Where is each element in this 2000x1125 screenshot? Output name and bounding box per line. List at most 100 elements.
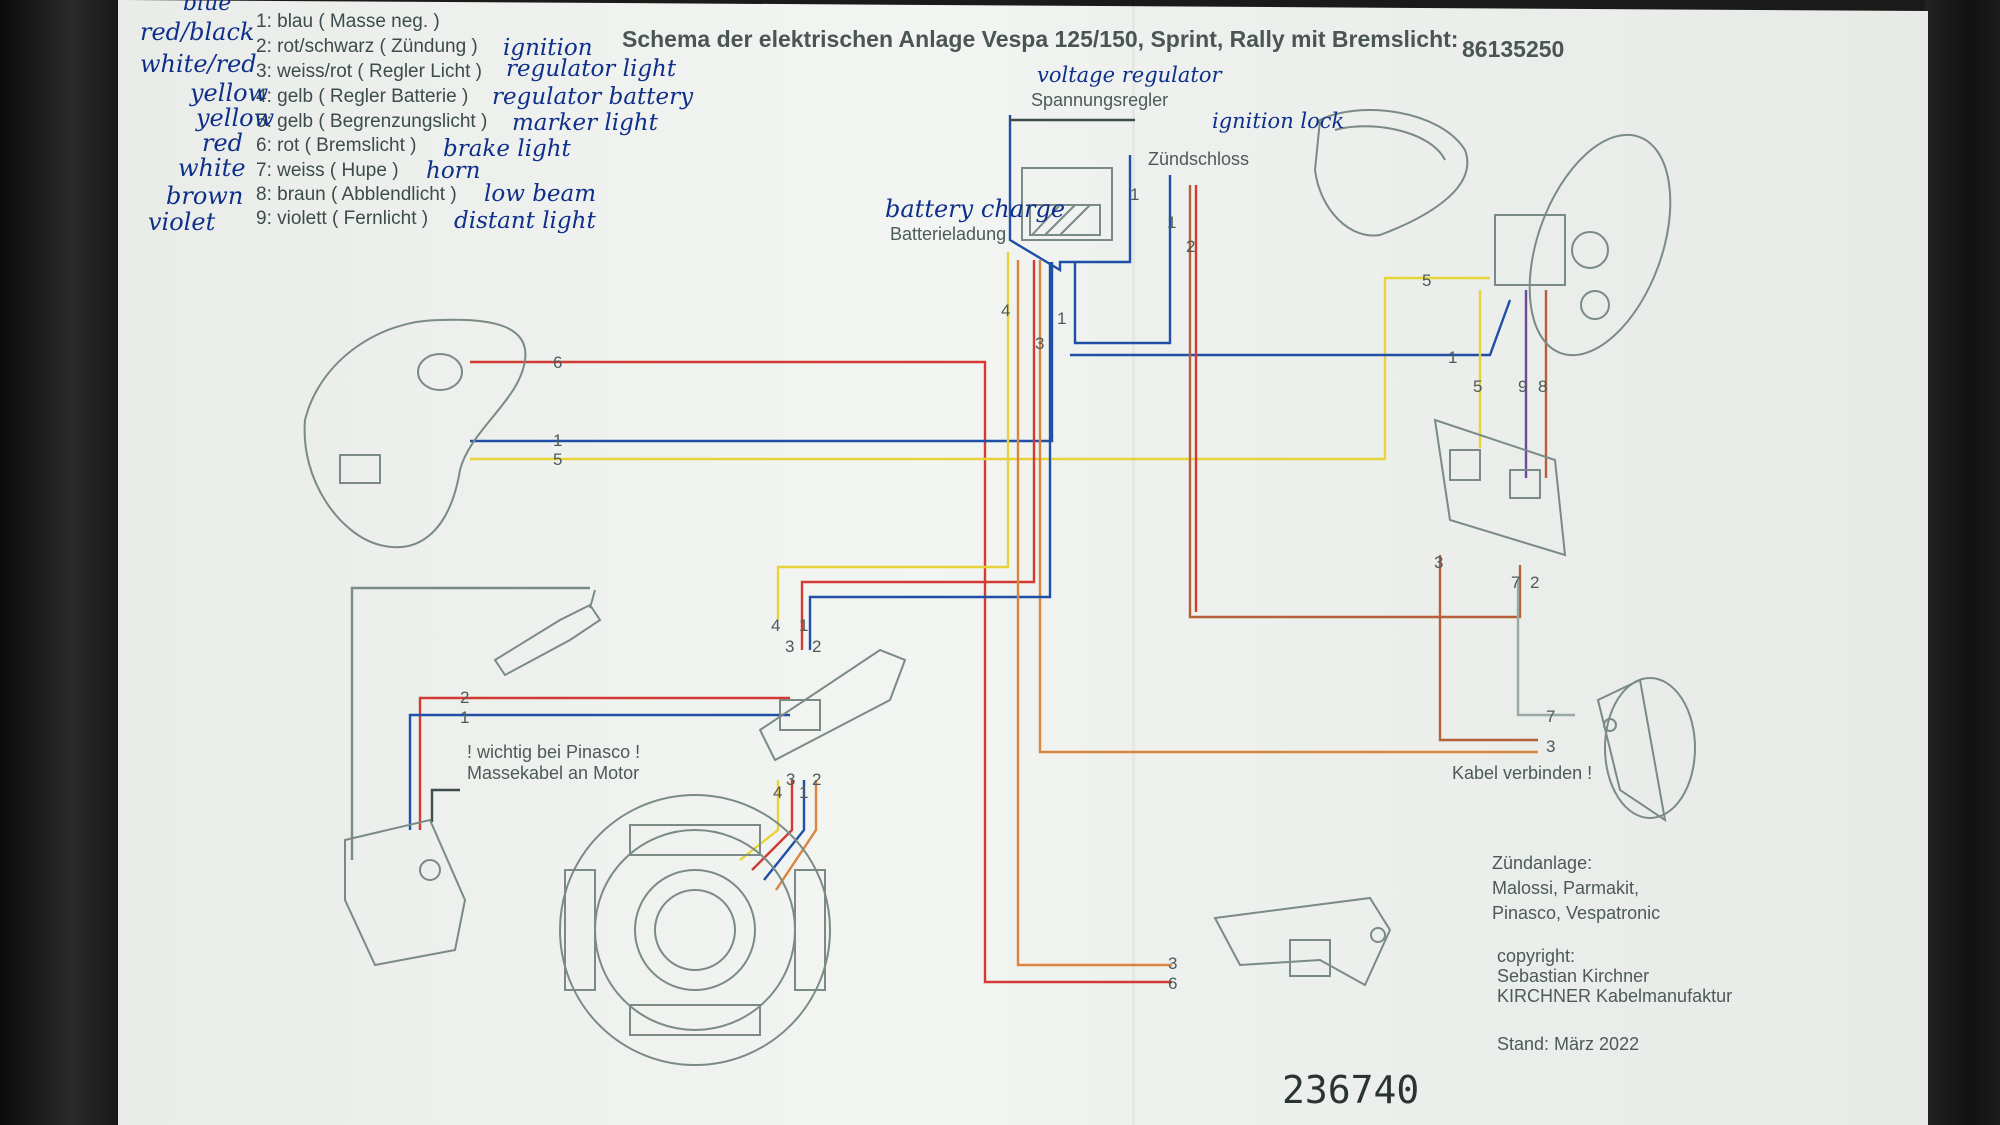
diagram-code: 86135250 <box>1462 36 1564 62</box>
wire-number: 6 <box>1168 974 1177 993</box>
junction-box-drawing <box>758 648 907 762</box>
legend-entry-3: 3: weiss/rot ( Regler Licht ) <box>256 61 482 82</box>
wire-blue-1-headlight <box>1070 299 1512 357</box>
hand-note-red: red <box>202 129 243 157</box>
wire-number: 3 <box>1434 553 1443 572</box>
voltage-regulator-drawing <box>1021 167 1113 241</box>
hand-translation-brake-light: brake light <box>443 136 572 162</box>
wire-number: 4 <box>1001 301 1010 320</box>
wire-orange-2-stator <box>775 780 818 891</box>
label-ignition-systems-1: Malossi, Parmakit, <box>1492 878 1639 898</box>
wire-blue-switch-1 <box>1073 175 1172 345</box>
wire-gray-coil-ground <box>350 586 590 860</box>
wire-number: 2 <box>812 770 821 789</box>
wire-number: 3 <box>785 637 794 656</box>
wire-number: 1 <box>799 783 808 802</box>
serial-number: 236740 <box>1282 1068 1419 1112</box>
label-pinasco-note-2: Massekabel an Motor <box>467 763 639 783</box>
wire-red-6-brake <box>470 360 1172 984</box>
wire-number: 2 <box>460 688 469 707</box>
hand-note-yellow-5: yellow <box>195 104 275 132</box>
legend-entry-4: 4: gelb ( Regler Batterie ) <box>256 86 468 107</box>
wire-number: 1 <box>553 431 562 450</box>
wire-orange-3-brake <box>1016 260 1172 967</box>
wire-number: 2 <box>812 637 821 656</box>
wire-number: 1 <box>799 616 808 635</box>
label-copyright-2: Sebastian Kirchner <box>1497 966 1649 986</box>
hand-translation-low-beam: low beam <box>484 181 596 207</box>
legend-entry-7: 7: weiss ( Hupe ) <box>256 160 399 181</box>
paper-fold <box>1132 0 1135 1125</box>
legend-entry-6: 6: rot ( Bremslicht ) <box>256 135 416 156</box>
wire-number: 3 <box>1546 737 1555 756</box>
wire-gray-7-horn <box>1516 580 1575 717</box>
wire-numbers: 6 1 5 1 1 2 4 3 1 5 1 5 9 8 3 7 2 4 1 3 … <box>460 185 1555 993</box>
wire-number: 7 <box>1546 707 1555 726</box>
label-ignition-lock: Zündschloss <box>1148 149 1249 169</box>
wire-number: 1 <box>1057 309 1066 328</box>
wire-number: 5 <box>553 450 562 469</box>
legend-entry-2: 2: rot/schwarz ( Zündung ) <box>256 36 478 57</box>
hand-label-battery-charge: battery charge <box>885 195 1065 223</box>
stator-drawing <box>559 794 831 1066</box>
hand-translation-regulator-battery: regulator battery <box>492 84 694 110</box>
wire-number: 1 <box>1130 185 1139 204</box>
wire-red-2-coil <box>418 696 790 830</box>
wire-number: 3 <box>786 770 795 789</box>
legend: 1: blau ( Masse neg. ) 2: rot/schwarz ( … <box>140 0 694 236</box>
wire-yellow-4-stator <box>739 780 780 861</box>
ignition-coil-drawing <box>344 818 467 967</box>
hand-note-blue: blue <box>183 0 231 16</box>
wire-blue-1-coil <box>408 713 790 830</box>
label-connect-cable: Kabel verbinden ! <box>1452 763 1592 783</box>
legend-entry-9: 9: violett ( Fernlicht ) <box>256 208 428 229</box>
hand-note-yellow-4: yellow <box>189 79 269 107</box>
wire-number: 4 <box>773 783 782 802</box>
speedometer-drawing <box>1313 109 1469 237</box>
wire-red-3-light <box>800 260 1036 650</box>
wire-brown-3-switch <box>1438 555 1538 742</box>
wire-redblack-switch-2 <box>1188 185 1522 619</box>
label-pinasco-note-1: ! wichtig bei Pinasco ! <box>467 742 640 762</box>
spark-plug-drawing <box>493 589 602 677</box>
legend-entry-1: 1: blau ( Masse neg. ) <box>256 11 440 32</box>
hand-translation-horn: horn <box>426 158 480 184</box>
wire-number: 3 <box>1168 954 1177 973</box>
hand-note-violet: violet <box>148 208 216 236</box>
label-ignition-systems-title: Zündanlage: <box>1492 853 1592 873</box>
hand-note-red-black: red/black <box>140 18 254 46</box>
wire-blue-regulator <box>1008 115 1132 273</box>
wire-number: 2 <box>1530 573 1539 592</box>
wire-number: 7 <box>1511 573 1520 592</box>
wire-number: 9 <box>1518 377 1527 396</box>
wire-blue-1-stator <box>763 780 806 881</box>
legend-entry-8: 8: braun ( Abblendlicht ) <box>256 184 457 205</box>
label-copyright-1: copyright: <box>1497 946 1575 966</box>
wire-red-3-stator <box>751 780 794 871</box>
headlight-drawing <box>1494 133 1672 357</box>
hand-translation-regulator-light: regulator light <box>506 56 677 82</box>
label-copyright-3: KIRCHNER Kabelmanufaktur <box>1497 986 1732 1006</box>
wire-number: 5 <box>1473 377 1482 396</box>
hand-label-ignition-lock: ignition lock <box>1212 109 1344 133</box>
label-ignition-systems-2: Pinasco, Vespatronic <box>1492 903 1660 923</box>
wire-pinasco-ground <box>430 788 460 822</box>
wire-number: 4 <box>771 616 780 635</box>
hand-note-brown: brown <box>166 182 243 210</box>
leather-background-right <box>1925 0 2000 1125</box>
label-battery-charge: Batterieladung <box>890 224 1006 244</box>
wire-yellow-4-battery <box>776 252 1010 620</box>
hand-translation-distant-light: distant light <box>454 208 596 234</box>
hand-translation-ignition: ignition <box>503 35 593 61</box>
wire-yellow-5-marker <box>470 276 1490 461</box>
horn-drawing <box>1596 677 1696 823</box>
wires <box>350 115 1575 984</box>
hand-note-white-red: white/red <box>140 50 257 78</box>
wire-blue-1-taillight <box>470 262 1054 443</box>
legend-entry-5: 5: gelb ( Begrenzungslicht ) <box>256 111 487 132</box>
wire-number: 1 <box>1448 348 1457 367</box>
wire-number: 6 <box>553 353 562 372</box>
hand-label-regulator: voltage regulator <box>1037 63 1223 87</box>
